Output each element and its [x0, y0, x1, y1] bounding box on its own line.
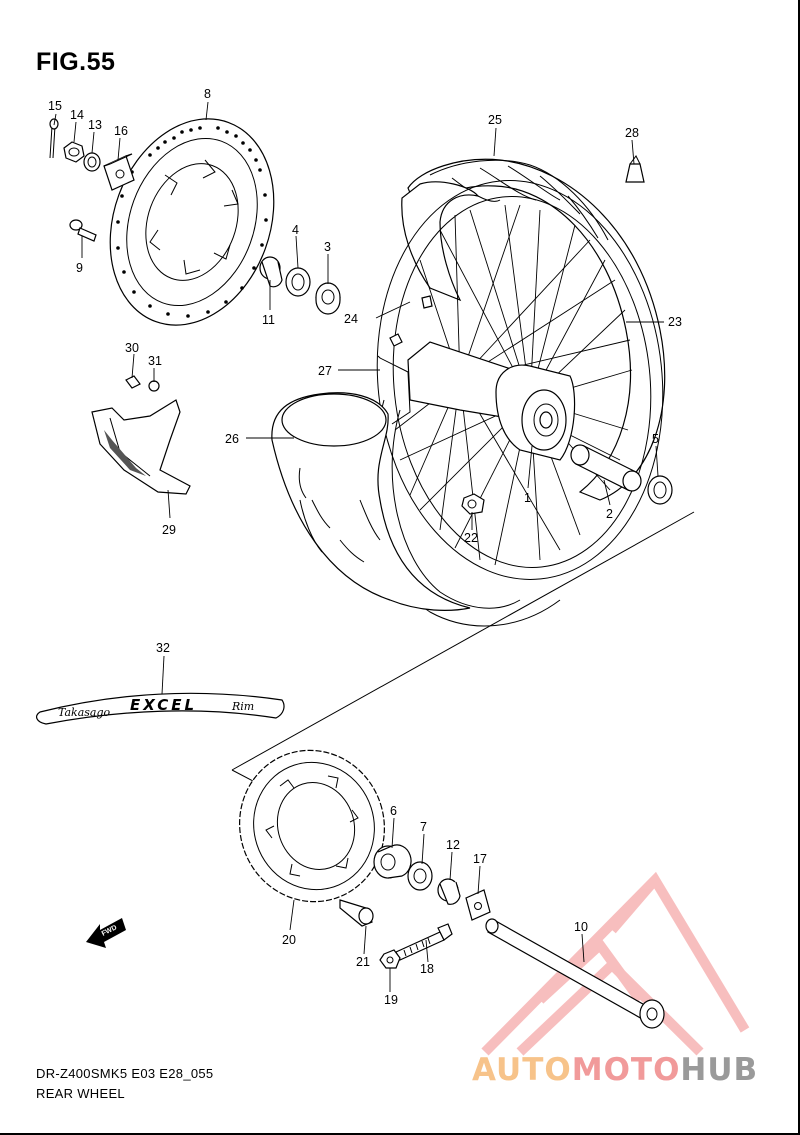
callout-12: 12 — [446, 838, 460, 852]
callout-19: 19 — [384, 993, 398, 1007]
callout-24: 24 — [344, 312, 358, 326]
sprocket-spacer — [437, 878, 461, 905]
figure-caption: REAR WHEEL — [36, 1086, 125, 1101]
hub-collar — [259, 256, 283, 288]
callout-18: 18 — [420, 962, 434, 976]
callout-28: 28 — [625, 126, 639, 140]
inner-tube — [271, 392, 471, 611]
watermark-part-auto: AUTO — [472, 1052, 572, 1088]
rim-band — [377, 355, 411, 425]
figure-code: DR-Z400SMK5 E03 E28_055 — [36, 1066, 214, 1081]
sprocket-bolt — [339, 899, 374, 927]
cover-bolt — [125, 375, 160, 392]
callout-30: 30 — [125, 341, 139, 355]
watermark-part-hub: HUB — [680, 1052, 759, 1088]
axle-nut — [63, 141, 85, 163]
callout-15: 15 — [48, 99, 62, 113]
rim-sticker: Takasago EXCEL Rim — [36, 692, 285, 725]
watermark-part-moto: MOTO — [571, 1052, 681, 1088]
disc-bolt — [69, 219, 97, 242]
hub-spacer — [570, 444, 642, 492]
valve-cap — [625, 155, 645, 183]
adjuster-nut — [379, 949, 401, 969]
bearing — [315, 282, 341, 315]
rear-axle — [485, 918, 665, 1029]
watermark-text: AUTOMOTOHUB — [472, 1052, 758, 1088]
callout-26: 26 — [225, 432, 239, 446]
sprocket — [239, 749, 385, 903]
wheel-hub — [407, 341, 576, 461]
callout-17: 17 — [473, 852, 487, 866]
callout-6: 6 — [390, 804, 397, 818]
callout-32: 32 — [156, 641, 170, 655]
figure-title: FIG.55 — [36, 48, 116, 76]
callout-13: 13 — [88, 118, 102, 132]
callout-3: 3 — [324, 240, 331, 254]
sprocket-oil-seal — [407, 861, 433, 891]
callout-9: 9 — [76, 261, 83, 275]
callout-11: 11 — [262, 313, 275, 327]
callout-31: 31 — [148, 354, 162, 368]
callout-2: 2 — [606, 507, 613, 521]
washer — [83, 152, 101, 172]
rim-sticker-suffix: Rim — [231, 700, 254, 713]
callout-25: 25 — [488, 113, 502, 127]
oil-seal — [285, 267, 311, 297]
spoke-nipples — [389, 295, 433, 347]
fwd-arrow-icon: FWD — [86, 918, 126, 948]
callout-numbers: 15 14 13 16 8 9 4 3 11 25 28 23 24 27 26… — [48, 87, 682, 1007]
callout-5: 5 — [652, 432, 659, 446]
disc-cover — [91, 399, 191, 495]
callout-27: 27 — [318, 364, 332, 378]
adjuster-bolt — [395, 923, 453, 961]
chain-adjuster-right — [465, 889, 491, 921]
callout-23: 23 — [668, 315, 682, 329]
callout-22: 22 — [464, 531, 478, 545]
callout-29: 29 — [162, 523, 176, 537]
rim-sticker-script: Takasago — [58, 706, 111, 719]
explode-line — [231, 511, 695, 791]
rim-lock-nut — [461, 493, 485, 515]
callout-21: 21 — [356, 955, 370, 969]
brake-disc — [109, 118, 275, 326]
callout-10: 10 — [574, 920, 588, 934]
rim-sticker-brand: EXCEL — [130, 696, 197, 714]
callout-20: 20 — [282, 933, 296, 947]
callout-14: 14 — [70, 108, 84, 122]
watermark-logo-icon — [481, 871, 750, 1056]
callout-16: 16 — [114, 124, 128, 138]
callout-8: 8 — [204, 87, 211, 101]
sprocket-bearing — [373, 844, 412, 879]
leader-lines — [53, 101, 664, 992]
callout-1: 1 — [524, 491, 531, 505]
callout-7: 7 — [420, 820, 427, 834]
hub-bearing-right — [647, 475, 673, 505]
callout-4: 4 — [292, 223, 299, 237]
